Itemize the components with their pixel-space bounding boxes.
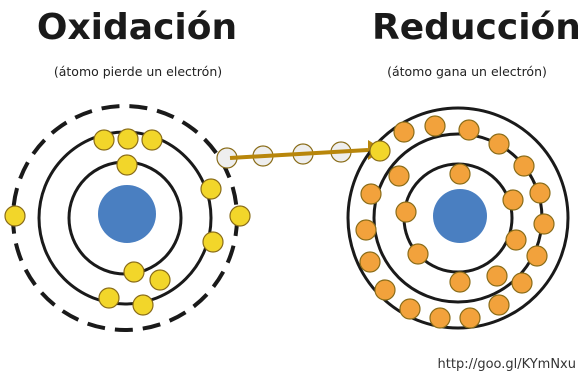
electron	[93, 129, 115, 151]
oxidation-subtitle: (átomo pierde un electrón)	[53, 64, 223, 79]
electron	[502, 189, 524, 211]
electron	[229, 205, 251, 227]
reduction-subtitle: (átomo gana un electrón)	[387, 64, 547, 79]
source-url: http://goo.gl/KYmNxu	[437, 357, 576, 372]
oxidation-nucleus	[98, 185, 156, 243]
electron	[202, 231, 224, 253]
electron	[449, 163, 471, 185]
electron	[117, 128, 139, 150]
reduction-title: Reducción	[372, 7, 578, 48]
electron-transfer	[216, 140, 384, 169]
electron	[149, 269, 171, 291]
reduction-electrons	[355, 115, 555, 329]
electron	[449, 271, 471, 293]
electron	[513, 155, 535, 177]
electron	[393, 121, 415, 143]
electron	[526, 245, 548, 267]
electron	[511, 272, 533, 294]
electron	[533, 213, 555, 235]
electron	[355, 219, 377, 241]
electron	[116, 154, 138, 176]
electron	[200, 178, 222, 200]
electron	[374, 279, 396, 301]
electron	[486, 265, 508, 287]
electron	[505, 229, 527, 251]
electron	[395, 201, 417, 223]
electron	[360, 183, 382, 205]
oxidation-electrons	[4, 128, 251, 316]
electron	[429, 307, 451, 329]
electron	[459, 307, 481, 329]
electron	[4, 205, 26, 227]
electron	[488, 294, 510, 316]
electron	[388, 165, 410, 187]
outer-shell	[346, 106, 570, 330]
electron	[132, 294, 154, 316]
electron	[529, 182, 551, 204]
electron	[424, 115, 446, 137]
reduction-atom	[346, 106, 570, 330]
electron	[123, 261, 145, 283]
oxidation-title: Oxidación	[36, 7, 238, 48]
electron	[359, 251, 381, 273]
electron	[458, 119, 480, 141]
electron	[98, 287, 120, 309]
transfer-arrow-line	[229, 148, 369, 160]
electron	[141, 129, 163, 151]
electron	[488, 133, 510, 155]
electron	[399, 298, 421, 320]
reduction-nucleus	[433, 189, 487, 243]
gained-electron	[369, 140, 391, 162]
electron	[407, 243, 429, 265]
oxidation-atom	[4, 104, 251, 332]
